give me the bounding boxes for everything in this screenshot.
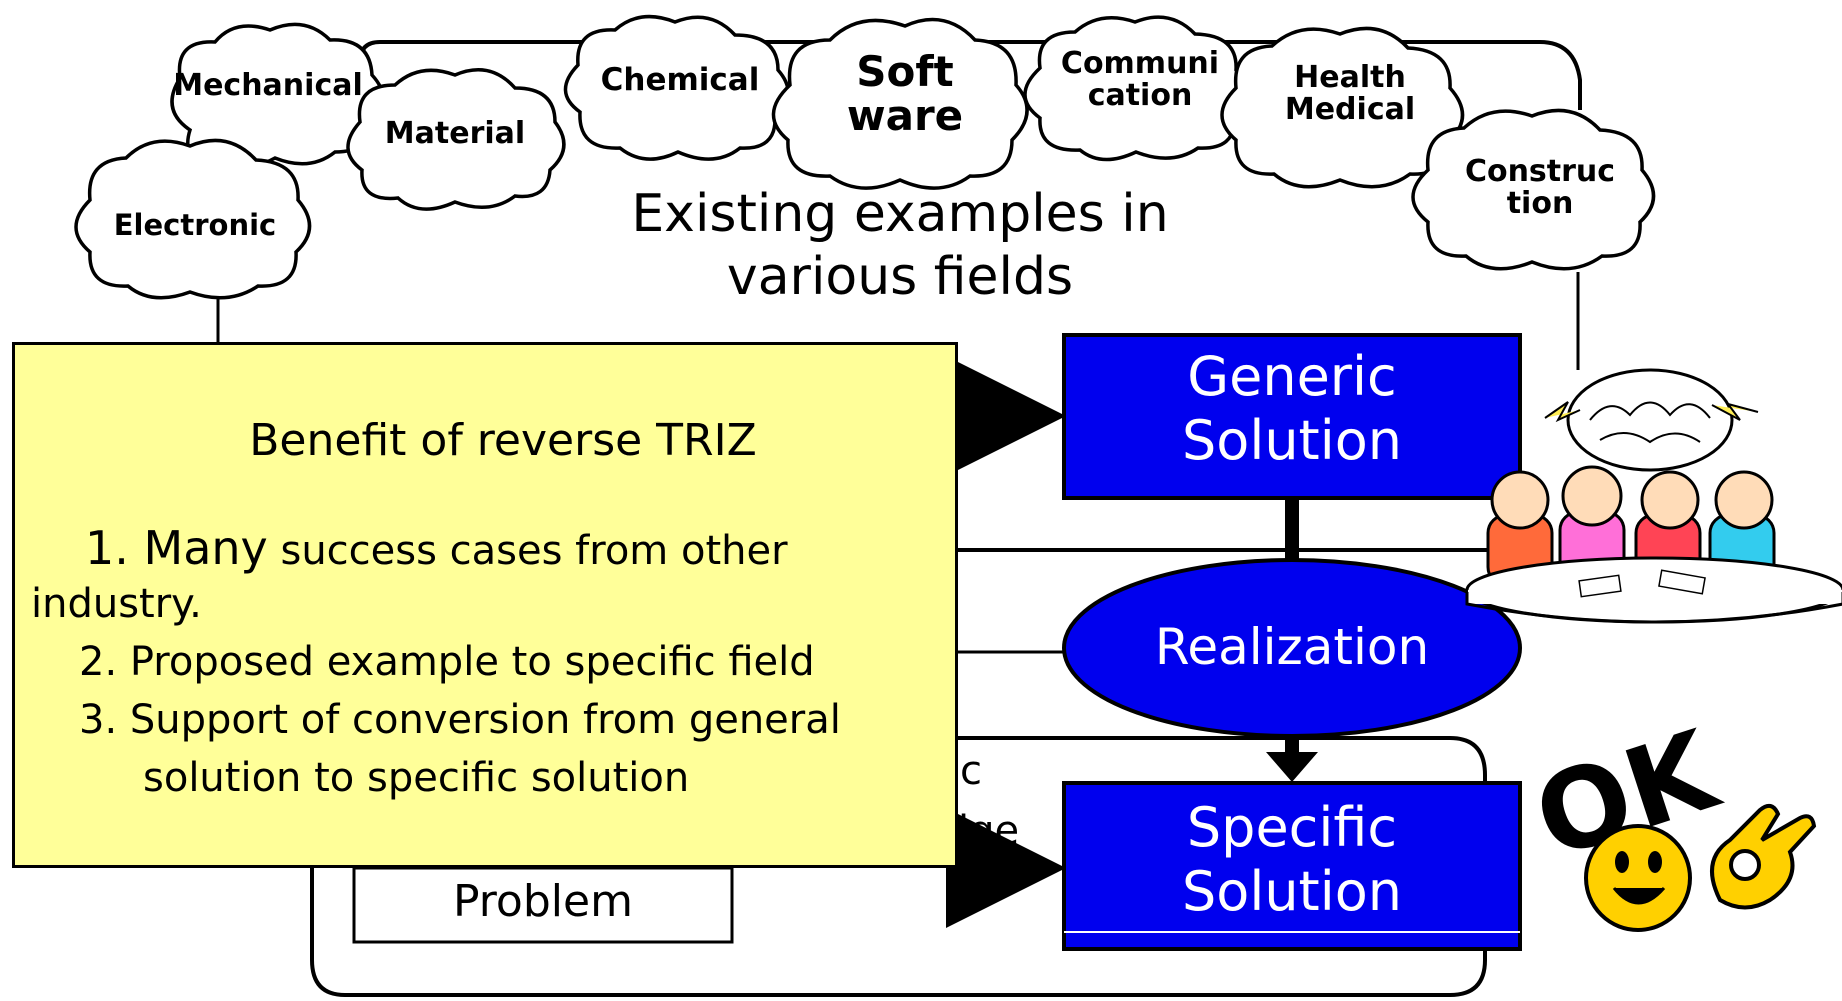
- person-1-head: [1490, 470, 1550, 530]
- lightning-right: [1711, 402, 1759, 421]
- cloud-label-material: Material: [384, 116, 526, 151]
- cloud-label-chemical: Chemical: [600, 62, 760, 98]
- smiley-face: [1584, 824, 1692, 932]
- realization-label: Realization: [1154, 618, 1430, 676]
- generic-solution-box: [1062, 333, 1522, 500]
- cloud-health-medical: [1220, 26, 1465, 189]
- note-item-1-cont: industry.: [31, 581, 202, 627]
- cloud-label-health-medical: Health Medical: [1284, 60, 1416, 127]
- arrowhead-down: [1266, 752, 1318, 782]
- note-item-1: 1. Many success cases from other: [85, 521, 788, 575]
- specific-solution-box: [1062, 781, 1522, 951]
- cloud-label-electronic: Electronic: [113, 208, 277, 242]
- cloud-material: [346, 68, 566, 211]
- note-item-3-cont: solution to specific solution: [143, 755, 690, 801]
- problem-label: Problem: [453, 876, 633, 927]
- person-3-head: [1640, 470, 1700, 530]
- benefit-note: Benefit of reverse TRIZ 1. Many success …: [12, 342, 958, 868]
- ok-hand: [1710, 803, 1817, 910]
- cloud-software: [771, 17, 1029, 190]
- person-2-head: [1561, 465, 1623, 527]
- note-title: Benefit of reverse TRIZ: [249, 415, 757, 466]
- brain-shape: [1566, 368, 1734, 472]
- fields-caption: Existing examples in various fields: [631, 184, 1169, 308]
- cloud-group: [74, 14, 1656, 300]
- meeting-illustration: [1465, 368, 1842, 624]
- cloud-chemical: [563, 14, 790, 161]
- ok-illustration: OK: [1520, 705, 1817, 932]
- cloud-label-mechanical: Mechanical: [173, 68, 363, 103]
- specific-solution-label: Specific Solution: [1182, 796, 1402, 923]
- cloud-label-software: Soft ware: [846, 47, 964, 141]
- meeting-paper: [1658, 569, 1706, 595]
- person-4-head: [1714, 470, 1774, 530]
- lightning-left: [1544, 401, 1581, 423]
- note-item-2: 2. Proposed example to specific field: [79, 639, 815, 685]
- hidden-text-fragment-c: c: [960, 748, 982, 794]
- realization-ellipse: [1062, 558, 1522, 738]
- meeting-paper: [1578, 574, 1622, 598]
- hidden-text-fragment-lge: lge: [958, 808, 1020, 854]
- note-item-1-rest: success cases from other: [267, 528, 788, 574]
- cloud-construction: [1411, 108, 1656, 271]
- lower-loop: [310, 736, 1487, 997]
- problem-box: [352, 866, 734, 944]
- cloud-label-communication: Communi cation: [1060, 46, 1220, 113]
- cloud-label-construction: Construc tion: [1464, 154, 1616, 221]
- note-item-1-prefix: 1. Many: [85, 521, 268, 575]
- cloud-communication: [1023, 15, 1249, 162]
- note-item-3: 3. Support of conversion from general: [79, 697, 841, 743]
- cloud-electronic: [74, 138, 312, 300]
- generic-solution-label: Generic Solution: [1182, 345, 1402, 472]
